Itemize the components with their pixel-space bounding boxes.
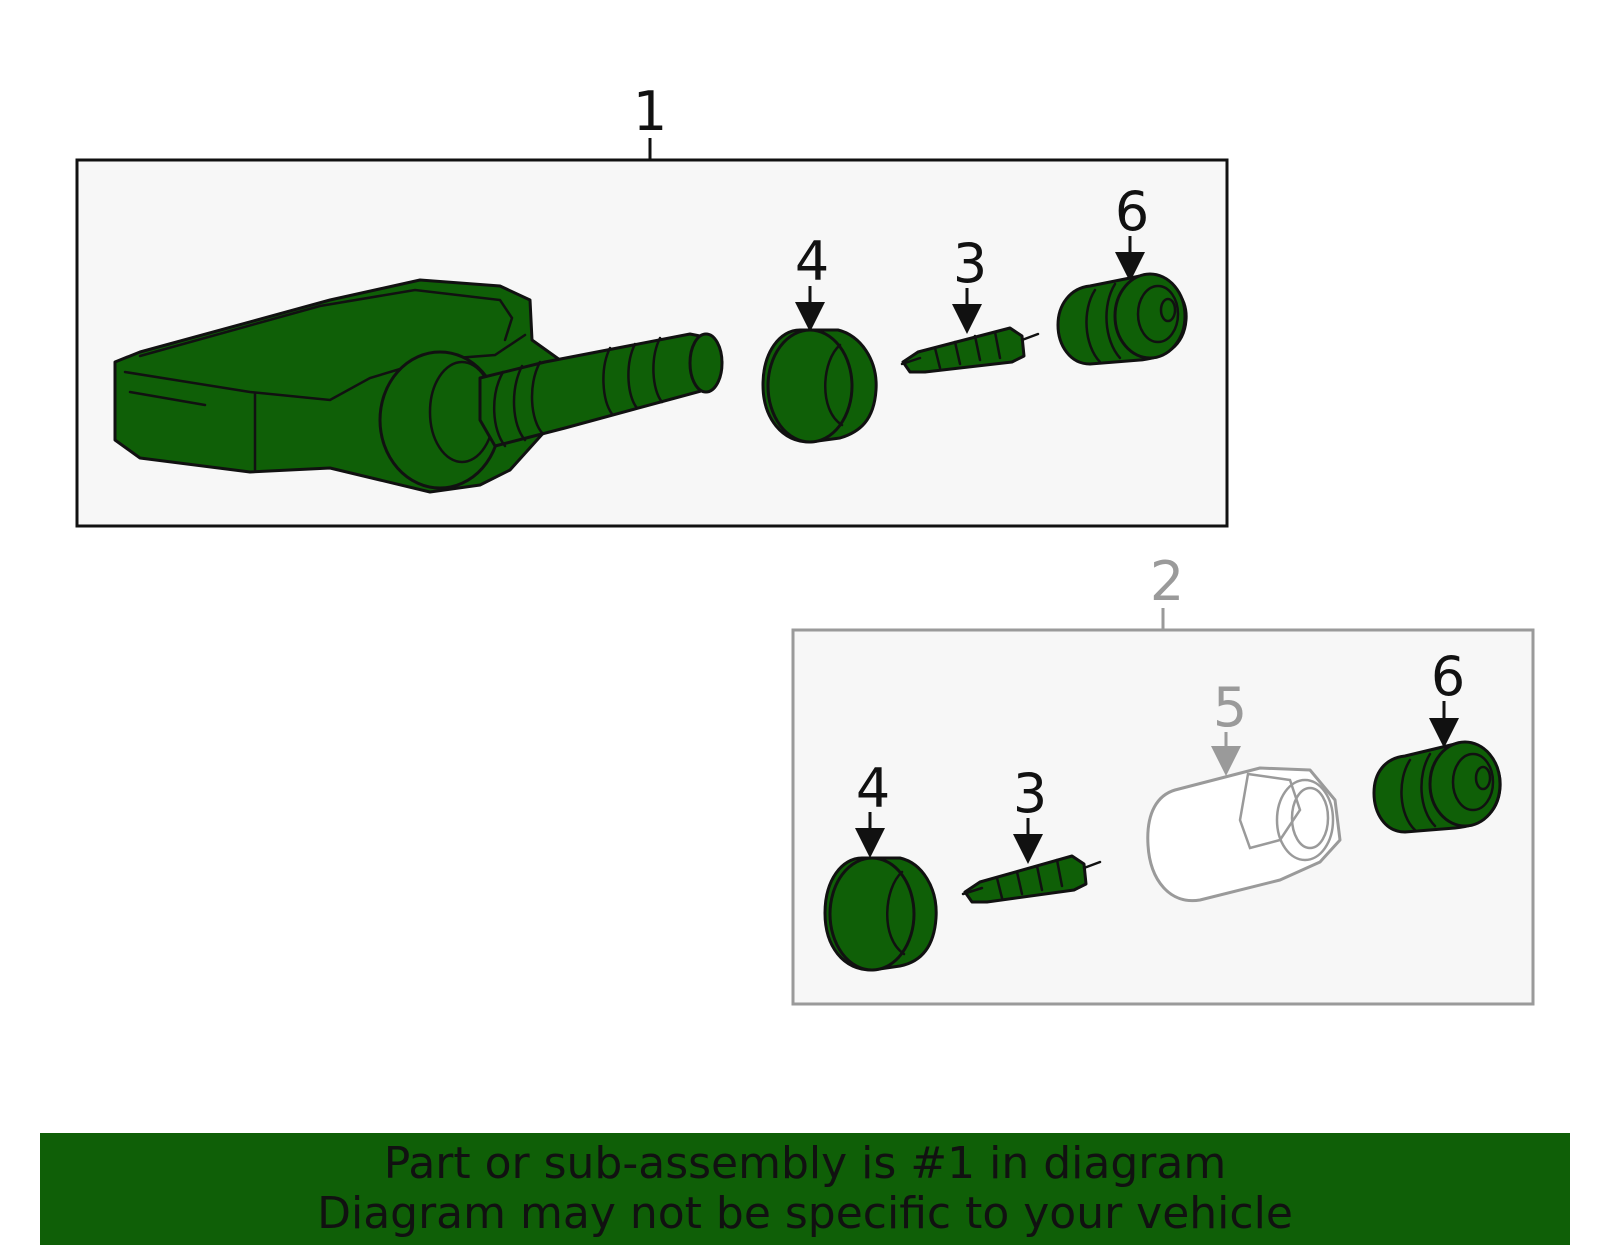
stem-rib-1 xyxy=(493,370,507,448)
bottom-grommet-inner xyxy=(886,870,906,956)
callout-bottom-nut[interactable]: 5 xyxy=(1213,676,1247,739)
banner-line-2: Diagram may not be specific to your vehi… xyxy=(317,1188,1293,1239)
valve-stem-tip xyxy=(688,332,724,394)
bottom-nut-ring xyxy=(1275,778,1335,862)
stem-rib-6 xyxy=(652,336,664,404)
bottom-cap-center xyxy=(1474,765,1492,791)
stem-rib-2 xyxy=(512,364,527,442)
banner-line-1: Part or sub-assembly is #1 in diagram xyxy=(383,1138,1227,1189)
callout-top-grommet[interactable]: 4 xyxy=(795,230,829,293)
bottom-valve-core[interactable] xyxy=(961,854,1102,904)
top-valve-core[interactable] xyxy=(900,326,1040,374)
callout-assembly-1[interactable]: 1 xyxy=(633,80,667,143)
top-cap[interactable] xyxy=(1056,272,1188,366)
bottom-cap-ring xyxy=(1451,752,1495,812)
stem-rib-4 xyxy=(602,346,614,416)
bottom-valve-core-ribs xyxy=(995,858,1064,900)
tpms-sensor[interactable] xyxy=(113,278,724,494)
stem-rib-3 xyxy=(530,360,545,436)
callout-assembly-2[interactable]: 2 xyxy=(1150,550,1184,613)
callout-top-valve-core[interactable]: 3 xyxy=(953,232,987,295)
bottom-valve-core-tip xyxy=(1082,860,1102,870)
bottom-valve-core-pin xyxy=(961,886,984,896)
top-valve-core-ribs xyxy=(933,330,1002,370)
top-cap-center xyxy=(1159,297,1177,323)
top-valve-core-body xyxy=(901,326,1026,374)
top-cap-face xyxy=(1113,272,1187,360)
info-banner: Part or sub-assembly is #1 in diagram Di… xyxy=(40,1133,1570,1245)
sensor-edge-line xyxy=(123,333,527,402)
bottom-nut[interactable] xyxy=(1146,766,1342,903)
top-grommet-inner xyxy=(824,343,844,427)
sensor-top-rim xyxy=(138,288,514,358)
bottom-nut-bore xyxy=(1290,786,1330,850)
callout-top-cap[interactable]: 6 xyxy=(1115,180,1149,243)
callout-bottom-grommet[interactable]: 4 xyxy=(856,757,890,820)
callout-bottom-cap[interactable]: 6 xyxy=(1431,645,1465,708)
stem-rib-5 xyxy=(627,342,639,410)
bottom-cap-face xyxy=(1428,740,1502,828)
sensor-slot xyxy=(128,390,207,407)
top-grommet[interactable] xyxy=(761,328,878,444)
bottom-grommet[interactable] xyxy=(823,856,938,972)
bottom-cap-ribs xyxy=(1400,752,1437,832)
bottom-valve-core-body xyxy=(963,854,1088,904)
callout-bottom-valve-core[interactable]: 3 xyxy=(1013,762,1047,825)
top-cap-ring xyxy=(1136,284,1180,344)
top-valve-core-tip xyxy=(1020,332,1040,342)
top-cap-ribs xyxy=(1085,282,1122,364)
top-valve-core-pin xyxy=(900,356,922,366)
bottom-cap[interactable] xyxy=(1372,740,1502,834)
